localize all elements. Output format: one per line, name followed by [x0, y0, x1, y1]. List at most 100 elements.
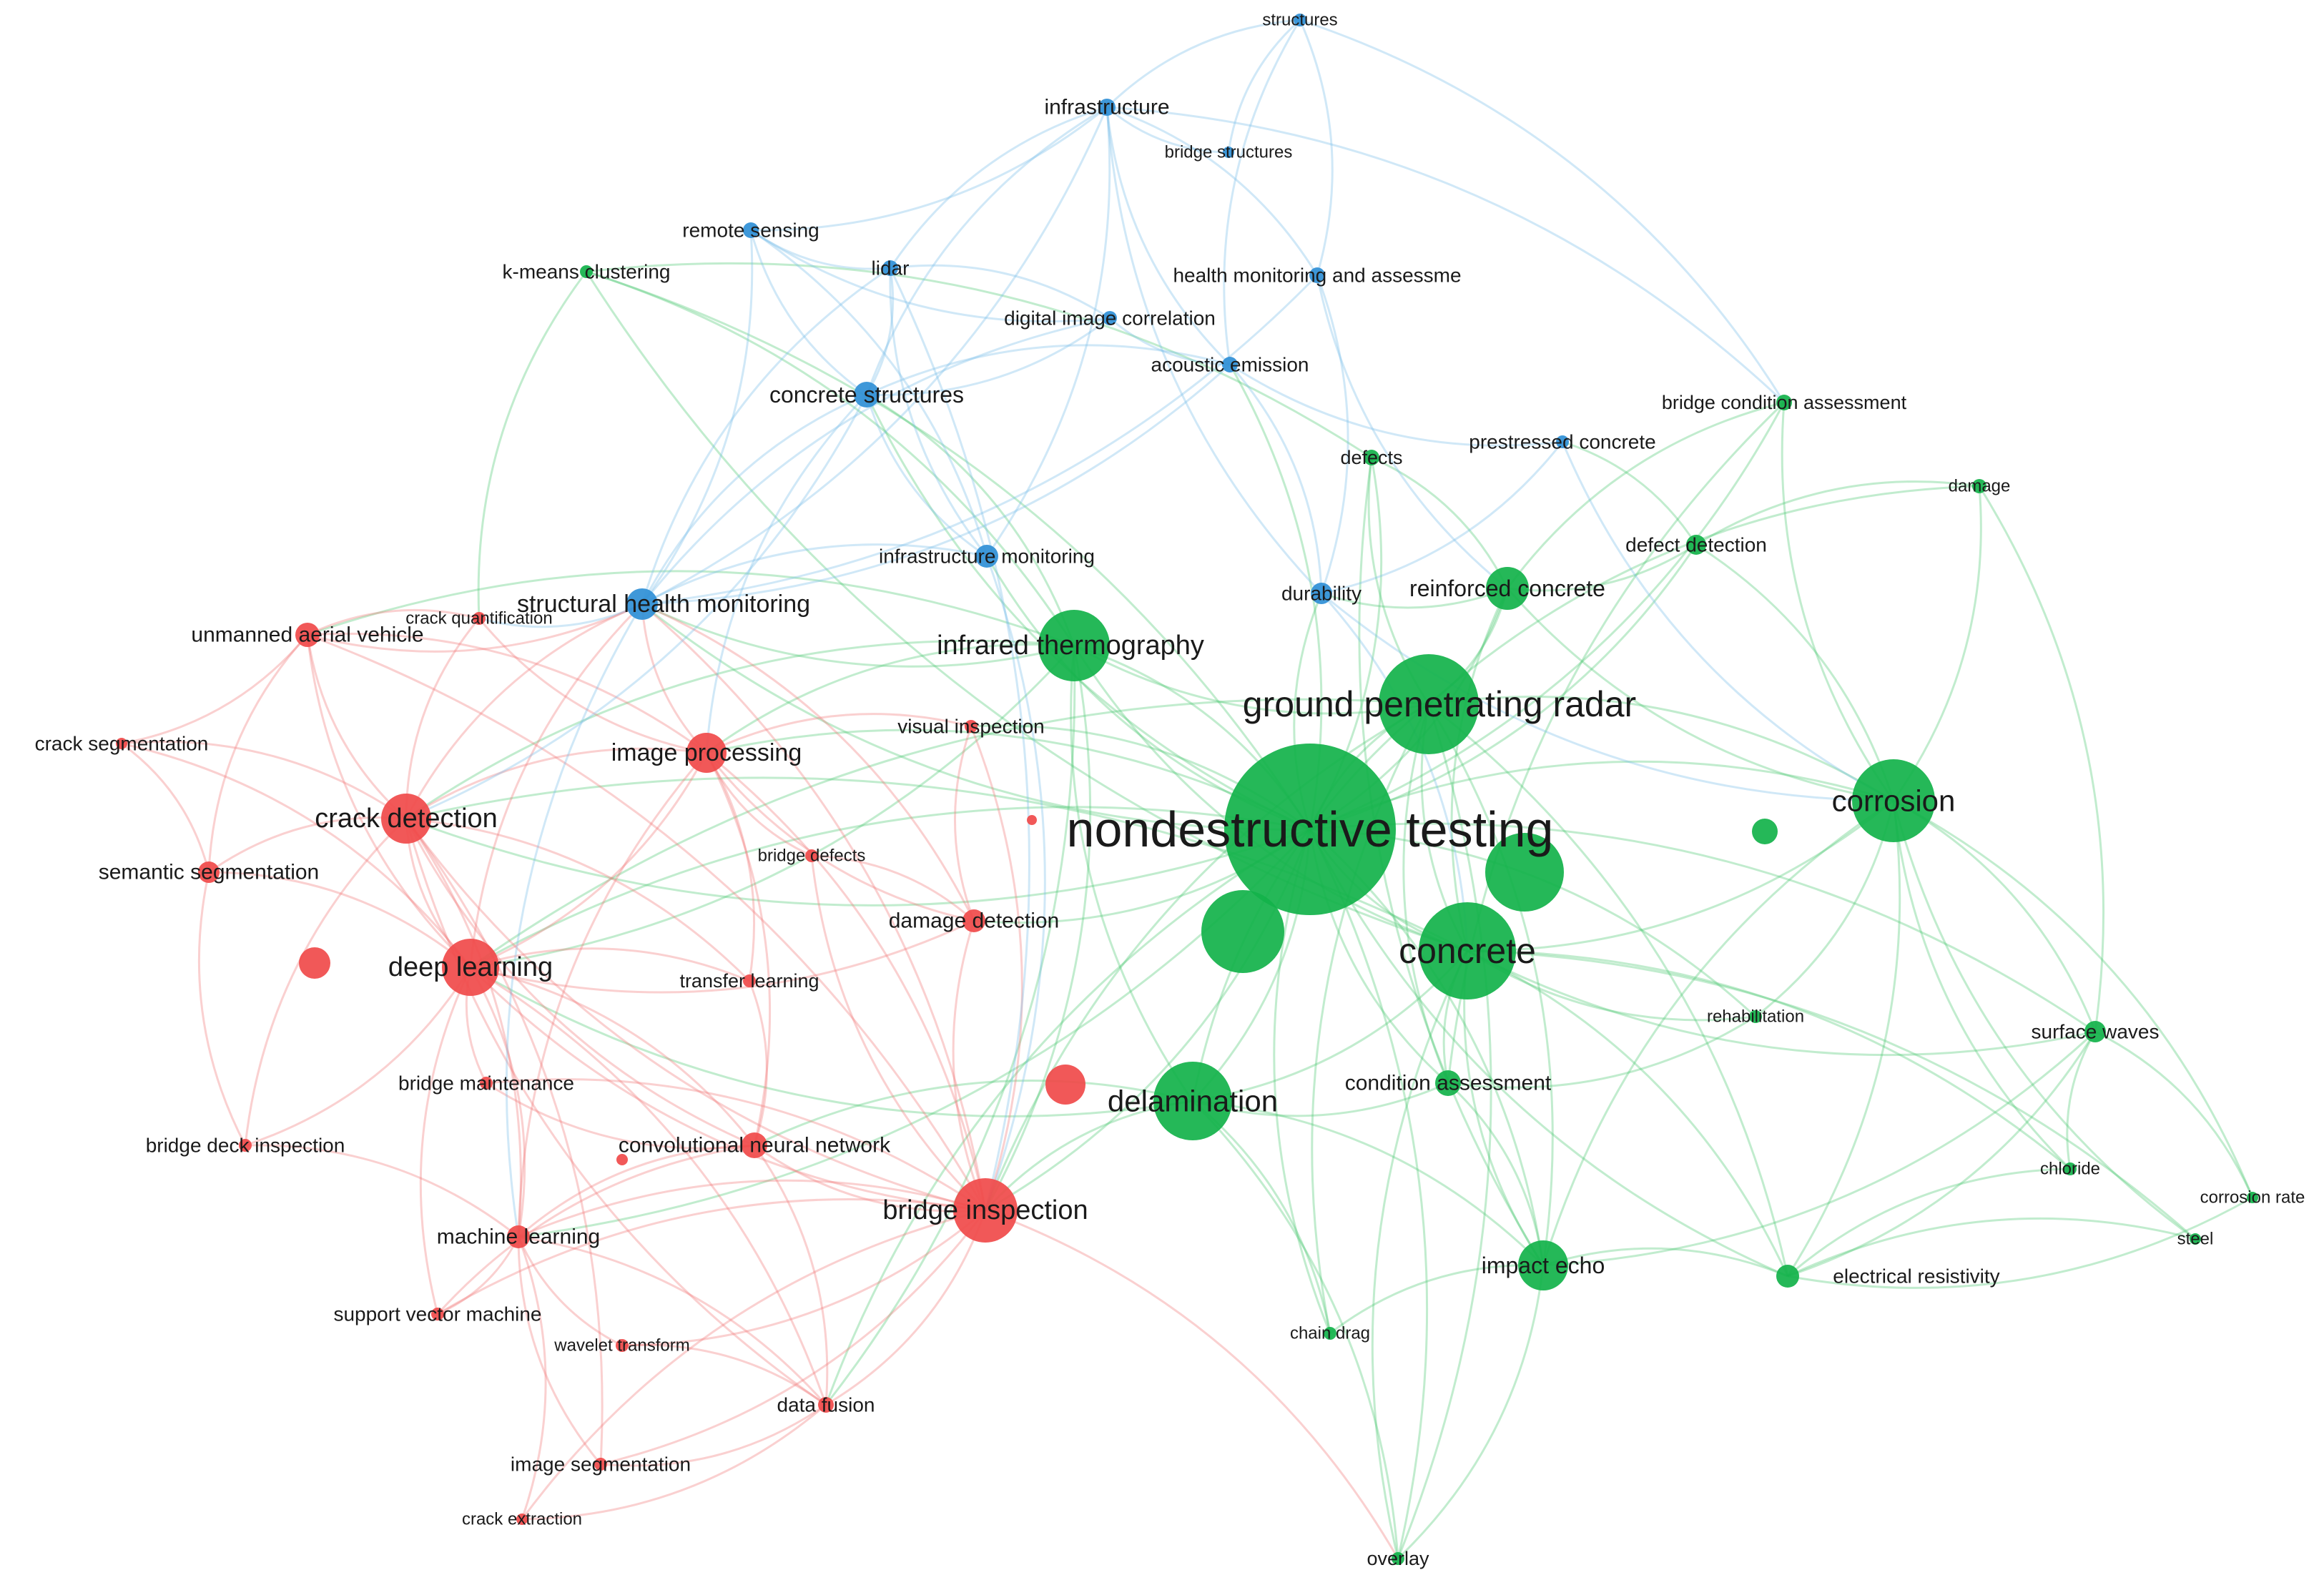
node-k-means-clustering[interactable]	[580, 265, 593, 278]
node-wavelet-transform[interactable]	[616, 1339, 629, 1352]
link-crack-detection-crack-segmentation	[121, 740, 407, 820]
node-transfer-learning[interactable]	[743, 974, 756, 987]
node-image-segmentation[interactable]	[594, 1458, 607, 1471]
link-defect-detection-prestressed-concrete	[1562, 440, 1698, 545]
node-crack-segmentation[interactable]	[116, 738, 127, 749]
node-unmanned-aerial-vehicle[interactable]	[295, 623, 320, 647]
node-infrastructure[interactable]	[1098, 99, 1116, 116]
node-remote-sensing[interactable]	[743, 222, 759, 238]
label-data-fusion: data fusion	[777, 1394, 875, 1416]
link-nondestructive-testing-crack-detection	[405, 817, 1311, 907]
link-bridge-inspection-support-vector-machine	[437, 1198, 986, 1315]
link-concrete-chloride	[1467, 949, 2071, 1170]
node-damage-detection[interactable]	[962, 909, 985, 932]
node-durability[interactable]	[1311, 583, 1332, 604]
node-crack-extraction[interactable]	[516, 1514, 528, 1525]
node-corrosion-rate[interactable]	[2247, 1192, 2258, 1203]
link-deep-learning-bridge-inspection	[469, 966, 986, 1212]
node-bridge-maintenance[interactable]	[480, 1077, 493, 1090]
node-rehabilitation[interactable]	[1749, 1010, 1762, 1023]
node-infrared-thermography[interactable]	[1038, 610, 1110, 681]
link-image-processing-crack-quantification	[478, 618, 707, 754]
link-concrete-reinforced-concrete	[1450, 588, 1509, 952]
node-steel[interactable]	[2190, 1233, 2201, 1245]
node-corrosion[interactable]	[1852, 759, 1935, 842]
node-nondestructive-testing[interactable]	[1224, 744, 1396, 915]
link-bridge-inspection-unmanned-aerial-vehicle	[307, 633, 987, 1211]
node-overlay[interactable]	[1392, 1552, 1404, 1565]
node-convolutional-neural-network[interactable]	[742, 1132, 767, 1158]
node-delamination[interactable]	[1153, 1062, 1232, 1140]
link-convolutional-neural-network-transfer-learning	[748, 980, 768, 1146]
node-chloride[interactable]	[2064, 1162, 2077, 1175]
link-digital-image-correlation-acoustic-emission	[1109, 317, 1231, 366]
node-prestressed-concrete[interactable]	[1556, 435, 1569, 448]
link-convolutional-neural-network-bridge-maintenance	[486, 1082, 755, 1150]
link-machine-learning-bridge-deck-inspection	[245, 1144, 519, 1238]
node-reinforced-concrete[interactable]	[1486, 567, 1529, 610]
link-impact-echo-overlay	[1397, 1265, 1545, 1560]
link-structural-health-monitoring-health-monitoring-and-assessme	[641, 274, 1319, 606]
node-layer	[116, 14, 2258, 1565]
link-machine-learning-support-vector-machine	[437, 1236, 520, 1315]
node-concrete-structures[interactable]	[854, 382, 880, 408]
unlabeled-node-6	[1027, 815, 1037, 825]
node-health-monitoring-and-assessme[interactable]	[1309, 267, 1325, 283]
link-bridge-inspection-convolutional-neural-network	[754, 1144, 986, 1213]
node-lidar[interactable]	[882, 260, 898, 276]
node-acoustic-emission[interactable]	[1222, 357, 1238, 372]
node-surface-waves[interactable]	[2084, 1021, 2106, 1042]
link-acoustic-emission-prestressed-concrete	[1229, 363, 1563, 447]
node-condition-assessment[interactable]	[1435, 1070, 1461, 1096]
node-electrical-resistivity[interactable]	[1776, 1265, 1799, 1288]
node-visual-inspection[interactable]	[965, 720, 978, 733]
link-surface-waves-chloride	[2066, 1031, 2097, 1170]
node-deep-learning[interactable]	[442, 939, 499, 996]
node-machine-learning[interactable]	[507, 1225, 530, 1248]
link-deep-learning-bridge-deck-inspection	[245, 967, 472, 1147]
link-ground-penetrating-radar-infrared-thermography	[1073, 644, 1429, 715]
label-acoustic-emission: acoustic emission	[1151, 354, 1309, 376]
node-bridge-defects[interactable]	[805, 849, 818, 862]
link-crack-detection-data-fusion	[405, 818, 827, 1406]
node-structures[interactable]	[1294, 14, 1306, 26]
node-semantic-segmentation[interactable]	[198, 861, 220, 883]
link-crack-detection-crack-quantification	[405, 618, 481, 819]
node-infrastructure-monitoring[interactable]	[975, 545, 998, 568]
link-unmanned-aerial-vehicle-crack-quantification	[307, 608, 480, 636]
node-bridge-structures[interactable]	[1223, 147, 1234, 158]
node-crack-quantification[interactable]	[473, 612, 486, 625]
label-bridge-deck-inspection: bridge deck inspection	[146, 1135, 345, 1157]
node-support-vector-machine[interactable]	[431, 1308, 444, 1320]
label-steel: steel	[2177, 1230, 2214, 1249]
link-data-fusion-crack-extraction	[521, 1403, 827, 1521]
link-infrastructure-structures	[1106, 19, 1301, 109]
link-corrosion-surface-waves	[1893, 799, 2097, 1032]
node-digital-image-correlation[interactable]	[1103, 311, 1117, 325]
node-image-processing[interactable]	[686, 733, 727, 773]
node-crack-detection[interactable]	[381, 794, 431, 844]
unlabeled-node-3	[1752, 819, 1778, 844]
node-damage[interactable]	[1972, 479, 1986, 493]
node-bridge-deck-inspection[interactable]	[239, 1139, 252, 1152]
link-machine-learning-crack-extraction	[517, 1236, 547, 1520]
node-defect-detection[interactable]	[1686, 535, 1706, 555]
label-crack-segmentation: crack segmentation	[35, 733, 209, 755]
link-surface-waves-corrosion-rate	[2094, 1030, 2254, 1198]
link-nondestructive-testing-electrical-resistivity	[1309, 829, 1788, 1278]
node-ground-penetrating-radar[interactable]	[1379, 654, 1479, 754]
node-concrete[interactable]	[1419, 902, 1516, 999]
label-image-processing: image processing	[611, 739, 802, 766]
node-impact-echo[interactable]	[1518, 1240, 1568, 1290]
node-bridge-condition-assessment[interactable]	[1776, 395, 1792, 410]
node-chain-drag[interactable]	[1324, 1327, 1336, 1340]
link-nondestructive-testing-overlay	[1309, 829, 1429, 1559]
link-surface-waves-damage	[1978, 485, 2105, 1032]
link-impact-echo-condition-assessment	[1447, 1082, 1545, 1266]
node-defects[interactable]	[1364, 450, 1379, 465]
node-data-fusion[interactable]	[818, 1397, 834, 1413]
link-machine-learning-data-fusion	[518, 1235, 827, 1406]
node-bridge-inspection[interactable]	[953, 1178, 1018, 1243]
node-structural-health-monitoring[interactable]	[626, 588, 658, 620]
